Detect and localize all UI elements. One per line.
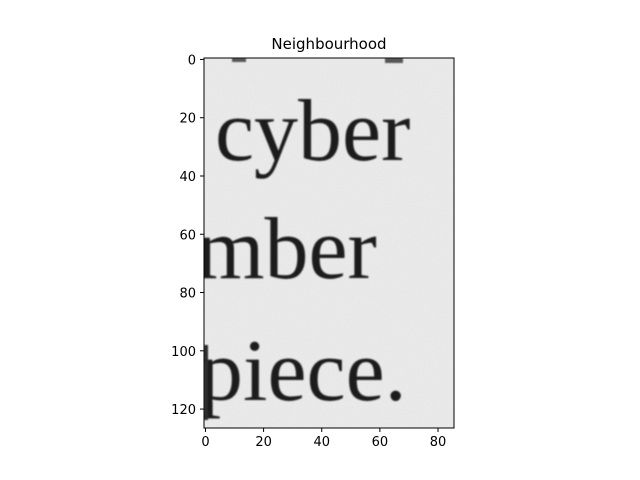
y-tick-label: 0: [188, 53, 196, 68]
bracket-fragment: [204, 345, 208, 420]
chart-title: Neighbourhood: [271, 35, 386, 53]
x-tick-label: 0: [201, 435, 209, 450]
ascender-fragment-right: [385, 58, 403, 63]
y-axis-ticks: 0 20 40 60 80 100 120: [171, 53, 204, 418]
x-tick-label: 60: [372, 435, 389, 450]
image-area: cyber mber piece.: [196, 58, 454, 428]
ascender-fragment-left: [232, 58, 246, 62]
x-tick-label: 40: [313, 435, 330, 450]
y-tick-label: 120: [171, 403, 196, 418]
image-word-1: cyber: [215, 83, 410, 180]
x-axis-ticks: 0 20 40 60 80: [201, 428, 446, 450]
paper-texture: [204, 58, 454, 428]
plot-frame: [203, 57, 455, 429]
x-tick-label: 80: [430, 435, 447, 450]
image-word-2: mber: [196, 201, 377, 298]
y-tick-label: 20: [179, 112, 196, 127]
image-word-3: piece.: [199, 323, 407, 420]
y-tick-label: 100: [171, 345, 196, 360]
y-tick-label: 40: [179, 170, 196, 185]
y-tick-label: 80: [179, 287, 196, 302]
x-tick-label: 20: [255, 435, 272, 450]
y-tick-label: 60: [179, 228, 196, 243]
